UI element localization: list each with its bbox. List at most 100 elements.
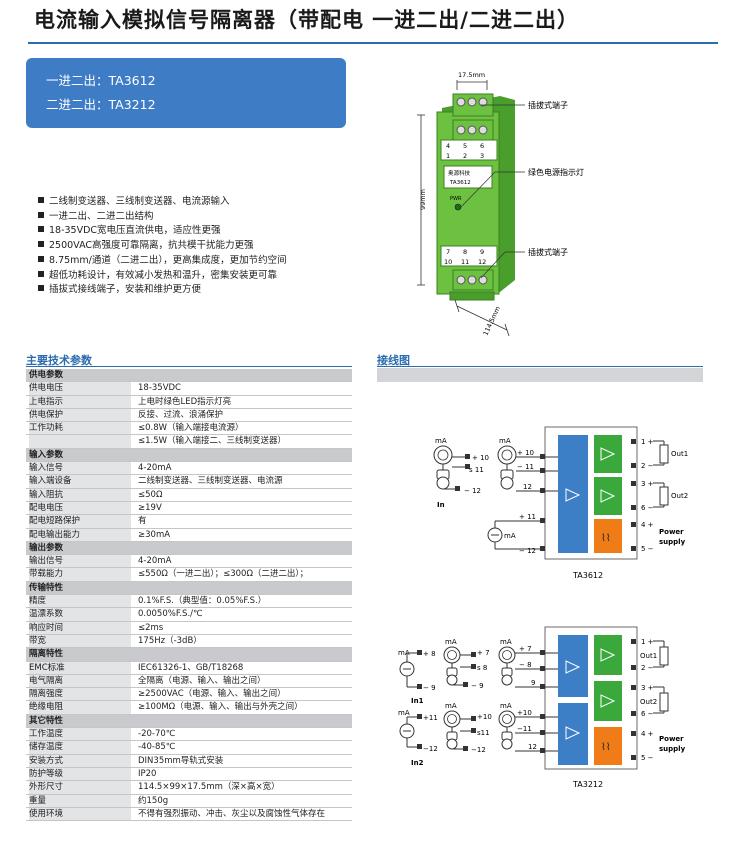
spec-category-row: 供电参数 xyxy=(26,369,352,383)
feature-item: 8.75mm/通道（二进二出），更高集成度，更加节约空间 xyxy=(38,254,287,269)
spec-value: DIN35mm导轨式安装 xyxy=(138,755,224,766)
spec-row: 工作温度-20-70℃ xyxy=(26,728,352,742)
svg-text:2: 2 xyxy=(463,152,467,160)
spec-key: 工作功耗 xyxy=(29,422,131,435)
svg-text:supply: supply xyxy=(659,745,686,753)
spec-key: 隔离特性 xyxy=(29,649,64,660)
spec-value: -40-85℃ xyxy=(138,742,176,753)
power-block xyxy=(594,519,622,553)
spec-key: 输入端设备 xyxy=(29,475,131,488)
spec-row: 带载能力 ≤550Ω（一进二出）；≤300Ω（二进二出）； xyxy=(26,568,352,582)
spec-key: 传输特性 xyxy=(29,582,64,593)
svg-text:7: 7 xyxy=(446,248,450,256)
spec-row: 电气隔离全隔离（电源、输入、输出之间） xyxy=(26,674,352,689)
spec-value: IP20 xyxy=(138,768,157,779)
spec-key: 带载能力 xyxy=(29,568,131,581)
svg-text:− 9: − 9 xyxy=(423,684,436,692)
out2-label: Out2 xyxy=(671,492,688,500)
svg-text:+10: +10 xyxy=(517,709,532,717)
svg-text:+11: +11 xyxy=(423,714,438,722)
spec-key: 配电输出能力 xyxy=(29,528,131,541)
spec-row: 输入阻抗≤50Ω xyxy=(26,488,352,502)
spec-value: 全隔离（电源、输入、输出之间） xyxy=(138,675,266,686)
transmitter-2wire-icon xyxy=(443,646,461,686)
transmitter-3wire-icon xyxy=(498,646,516,686)
feature-item: 二线制变送器、三线制变送器、电流源输入 xyxy=(38,195,287,210)
svg-text:mA: mA xyxy=(435,437,447,445)
spec-key: 输入阻抗 xyxy=(29,488,131,501)
spec-key: 配电短路保护 xyxy=(29,515,131,528)
spec-row: 重量约150g xyxy=(26,794,352,808)
svg-text:mA: mA xyxy=(500,638,512,646)
spec-category-row: 传输特性 xyxy=(26,581,352,596)
output-block-1 xyxy=(594,435,622,473)
input-block-1 xyxy=(558,635,588,697)
svg-text:supply: supply xyxy=(659,538,686,546)
feature-item: 超低功耗设计，有效减小发热和温升，密集安装更可靠 xyxy=(38,269,287,284)
svg-text:−11: −11 xyxy=(517,725,532,733)
svg-text:mA: mA xyxy=(499,437,511,445)
dim-depth-label: 114.5mm xyxy=(482,305,502,337)
bullet-icon xyxy=(38,241,44,248)
spec-value: 有 xyxy=(138,516,147,527)
svg-text:− 11: − 11 xyxy=(517,463,534,471)
svg-text:Power: Power xyxy=(659,528,684,536)
wiring-diagram-ta3612: ⌇⌇ mA mA In + 10 s 11 − 12 + 10 − 11 12 … xyxy=(433,426,688,580)
svg-text:+ 10: + 10 xyxy=(517,449,534,457)
bullet-icon xyxy=(38,285,44,292)
input2-label: In2 xyxy=(411,759,424,767)
svg-text:+ 11: + 11 xyxy=(519,513,536,521)
svg-text:mA: mA xyxy=(500,702,512,710)
svg-text:s 8: s 8 xyxy=(477,664,487,672)
svg-text:9: 9 xyxy=(531,679,535,687)
svg-text:3 +: 3 + xyxy=(641,684,654,692)
svg-text:1: 1 xyxy=(446,152,450,160)
transmitter-3wire-icon xyxy=(498,710,516,750)
svg-text:+ 8: + 8 xyxy=(423,650,436,658)
spec-value: ≤0.8W（输入端接电流源） xyxy=(138,423,244,434)
spec-value: 0.1%F.S.（典型值：0.05%F.S.） xyxy=(138,596,267,607)
spec-value: 18-35VDC xyxy=(138,383,181,394)
svg-text:mA: mA xyxy=(445,638,457,646)
spec-value: 4-20mA xyxy=(138,556,172,567)
spec-value: ≤2ms xyxy=(138,622,164,633)
spec-key: 重量 xyxy=(29,794,131,807)
spec-key: 输出信号 xyxy=(29,555,131,568)
spec-row: 绝缘电阻≥100MΩ（电源、输入、输出与外壳之间） xyxy=(26,701,352,715)
transmitter-2wire-icon xyxy=(433,445,453,490)
svg-text:6 −: 6 − xyxy=(641,710,654,718)
spec-key: 使用环境 xyxy=(29,807,131,821)
spec-key: 输入信号 xyxy=(29,462,131,475)
svg-text:s 11: s 11 xyxy=(469,466,484,474)
diagram-caption: TA3612 xyxy=(572,571,603,580)
spec-value: 不得有强烈振动、冲击、灰尘以及腐蚀性气体存在 xyxy=(138,808,326,819)
spec-value: ≤550Ω（一进二出）；≤300Ω（二进二出）； xyxy=(138,569,309,580)
model-box: 一进二出：TA3612 二进二出：TA3212 xyxy=(26,58,346,128)
spec-section-title: 主要技术参数 xyxy=(26,354,92,367)
spec-value: 约150g xyxy=(138,795,169,806)
svg-text:6 −: 6 − xyxy=(641,504,654,512)
svg-text:−12: −12 xyxy=(471,746,486,754)
svg-text:mA: mA xyxy=(398,709,410,717)
bullet-icon xyxy=(38,270,44,277)
bullet-icon xyxy=(38,255,44,262)
svg-text:− 8: − 8 xyxy=(519,661,532,669)
spec-key: 储存温度 xyxy=(29,741,131,754)
spec-value: 二线制变送器、三线制变送器、电流源 xyxy=(138,476,283,487)
bullet-icon xyxy=(38,197,44,203)
dim-width-label: 17.5mm xyxy=(458,71,485,79)
spec-key: 配电电压 xyxy=(29,501,131,515)
svg-text:9: 9 xyxy=(480,248,484,256)
spec-section-rule xyxy=(26,366,352,367)
svg-text:s11: s11 xyxy=(477,729,490,737)
svg-text:− 12: − 12 xyxy=(464,487,481,495)
spec-row: 使用环境不得有强烈振动、冲击、灰尘以及腐蚀性气体存在 xyxy=(26,807,352,822)
spec-value: 175Hz（-3dB） xyxy=(138,635,202,646)
svg-text:8: 8 xyxy=(463,248,467,256)
